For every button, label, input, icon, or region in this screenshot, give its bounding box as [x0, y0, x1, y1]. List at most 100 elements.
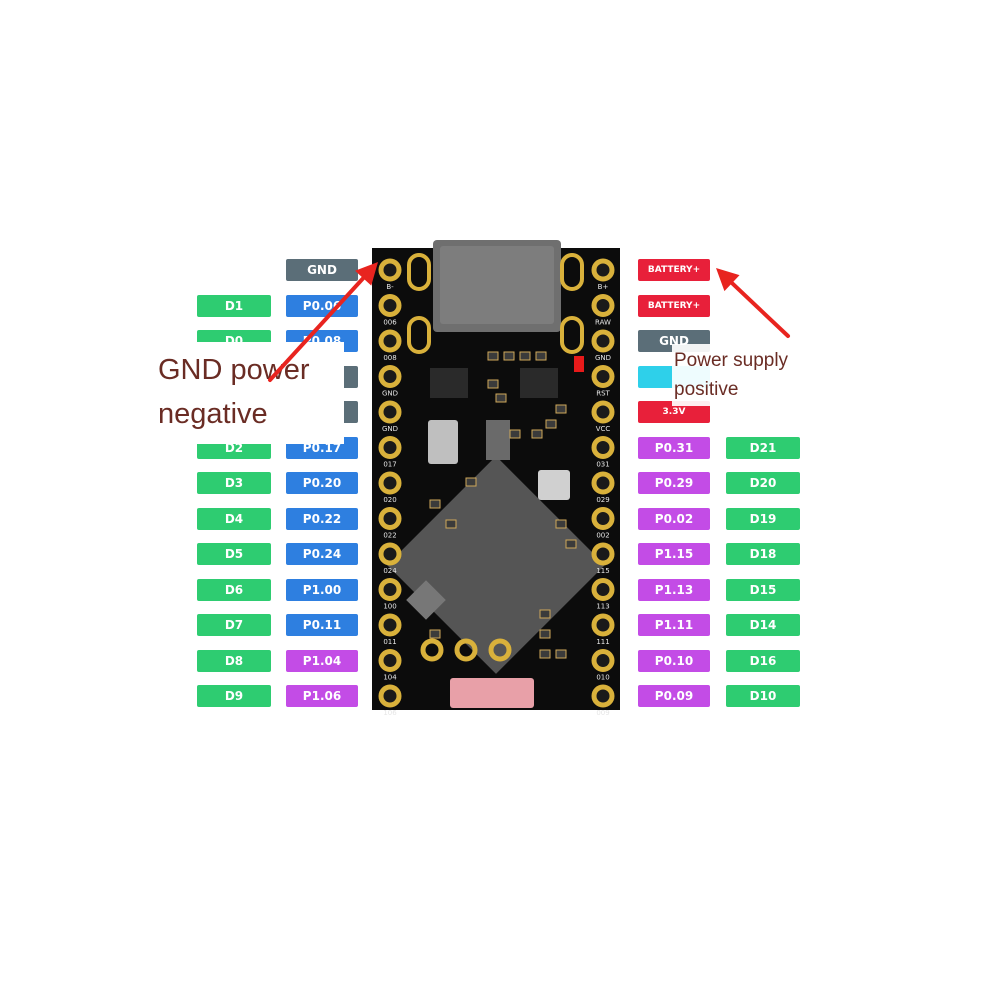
pin-label-gpio: P1.04: [286, 649, 358, 672]
pin-label-arduino: D16: [726, 649, 800, 672]
silkscreen-label-left: 024: [383, 567, 397, 575]
pin-label-arduino: D10: [726, 685, 800, 707]
pin-label-gpio: P1.11: [638, 614, 710, 636]
header-pin-left: [378, 507, 402, 530]
smd-component: [519, 351, 531, 361]
pin-label-arduino: D3: [197, 472, 271, 494]
pin-label-gpio: P0.24: [286, 543, 358, 565]
silkscreen-label-left: B-: [386, 283, 394, 291]
pin-label-arduino: D18: [726, 543, 800, 565]
smd-component: [539, 629, 551, 639]
header-pin-right: [591, 258, 615, 282]
pin-label-gpio: P1.15: [638, 543, 710, 565]
pin-label-gpio: P0.09: [638, 685, 710, 707]
header-pin-left: [378, 294, 402, 317]
smd-component: [555, 649, 567, 659]
silkscreen-label-right: B+: [598, 283, 609, 291]
silkscreen-label-right: VCC: [596, 425, 611, 433]
silkscreen-label-right: 031: [596, 461, 609, 469]
gnd-callout-line2: negative: [158, 398, 268, 430]
smd-component: [555, 519, 567, 529]
silkscreen-label-right: RST: [596, 390, 610, 398]
pin-label-arduino: D4: [197, 507, 271, 530]
pin-label-gpio: P0.20: [286, 472, 358, 494]
smd-component: [465, 477, 477, 487]
header-pin-left: [378, 613, 402, 637]
header-pin-right: [591, 436, 615, 459]
header-pin-left: [378, 471, 402, 495]
header-pin-right: [591, 329, 615, 353]
smd-component: [531, 429, 543, 439]
header-pin-right: [591, 365, 615, 388]
smd-component: [487, 379, 499, 389]
pin-label-arduino: D14: [726, 614, 800, 636]
smd-component: [445, 519, 457, 529]
power-callout: Power supply positive: [672, 344, 822, 406]
silkscreen-label-right: 115: [596, 567, 609, 575]
pin-label-gpio: BATTERY+: [638, 259, 710, 281]
pin-label-arduino: D19: [726, 507, 800, 530]
inductor: [428, 420, 458, 464]
silkscreen-label-left: 106: [383, 709, 397, 717]
transistor: [486, 420, 510, 460]
header-pin-right: [591, 400, 615, 424]
regulator-chip: [520, 368, 558, 398]
pin-label-gpio: P1.06: [286, 685, 358, 707]
header-pin-left: [378, 649, 402, 672]
silkscreen-label-left: 022: [383, 532, 396, 540]
silkscreen-label-left: 100: [383, 603, 396, 611]
header-pin-left: [378, 684, 402, 708]
header-pin-right: [591, 471, 615, 495]
smd-component: [487, 351, 499, 361]
silkscreen-label-right: 111: [596, 638, 609, 646]
header-pin-right: [591, 684, 615, 708]
header-pin-left: [378, 436, 402, 459]
pin-label-arduino: D15: [726, 578, 800, 601]
silkscreen-label-right: 002: [596, 532, 609, 540]
silkscreen-label-left: 011: [383, 638, 396, 646]
smd-component: [495, 393, 507, 403]
header-pin-left: [378, 329, 402, 353]
header-pin-left: [378, 578, 402, 601]
header-pin-left: [378, 400, 402, 424]
silkscreen-label-left: 017: [383, 461, 396, 469]
power-callout-line1: Power supply: [674, 350, 789, 371]
gnd-callout: GND power negative: [148, 342, 344, 444]
silkscreen-label-right: RAW: [595, 319, 611, 327]
smd-component: [509, 429, 521, 439]
header-pin-right: [591, 542, 615, 566]
smd-component: [429, 499, 441, 509]
silkscreen-label-left: 104: [383, 674, 397, 682]
silkscreen-label-left: GND: [382, 425, 398, 433]
header-pin-right: [591, 507, 615, 530]
header-pin-right: [591, 294, 615, 317]
pin-label-gpio: GND: [286, 259, 358, 281]
crystal: [538, 470, 570, 500]
smd-component: [503, 351, 515, 361]
pin-label-gpio: 3.3V: [638, 401, 710, 423]
smd-component: [429, 629, 441, 639]
pin-label-gpio: P0.02: [638, 507, 710, 530]
gnd-callout-line1: GND power: [158, 354, 310, 386]
silkscreen-label-left: GND: [382, 390, 398, 398]
pin-label-gpio: P0.11: [286, 614, 358, 636]
pin-label-gpio: P1.13: [638, 578, 710, 601]
pin-label-arduino: D7: [197, 614, 271, 636]
silkscreen-label-right: GND: [595, 354, 611, 362]
test-pad: [420, 638, 444, 662]
pin-label-gpio: P0.29: [638, 472, 710, 494]
pin-label-arduino: D5: [197, 543, 271, 565]
pin-label-arduino: D20: [726, 472, 800, 494]
silkscreen-label-right: 029: [596, 496, 609, 504]
header-pin-right: [591, 613, 615, 637]
pin-label-gpio: BATTERY+: [638, 294, 710, 317]
usb-mount-slot: [407, 253, 431, 291]
header-pin-left: [378, 258, 402, 282]
silkscreen-label-right: 009: [596, 709, 609, 717]
header-pin-left: [378, 542, 402, 566]
silkscreen-label-left: 008: [383, 354, 396, 362]
usb-mount-slot: [407, 316, 431, 354]
antenna-chip: [406, 580, 446, 620]
silkscreen-label-right: 010: [596, 674, 609, 682]
